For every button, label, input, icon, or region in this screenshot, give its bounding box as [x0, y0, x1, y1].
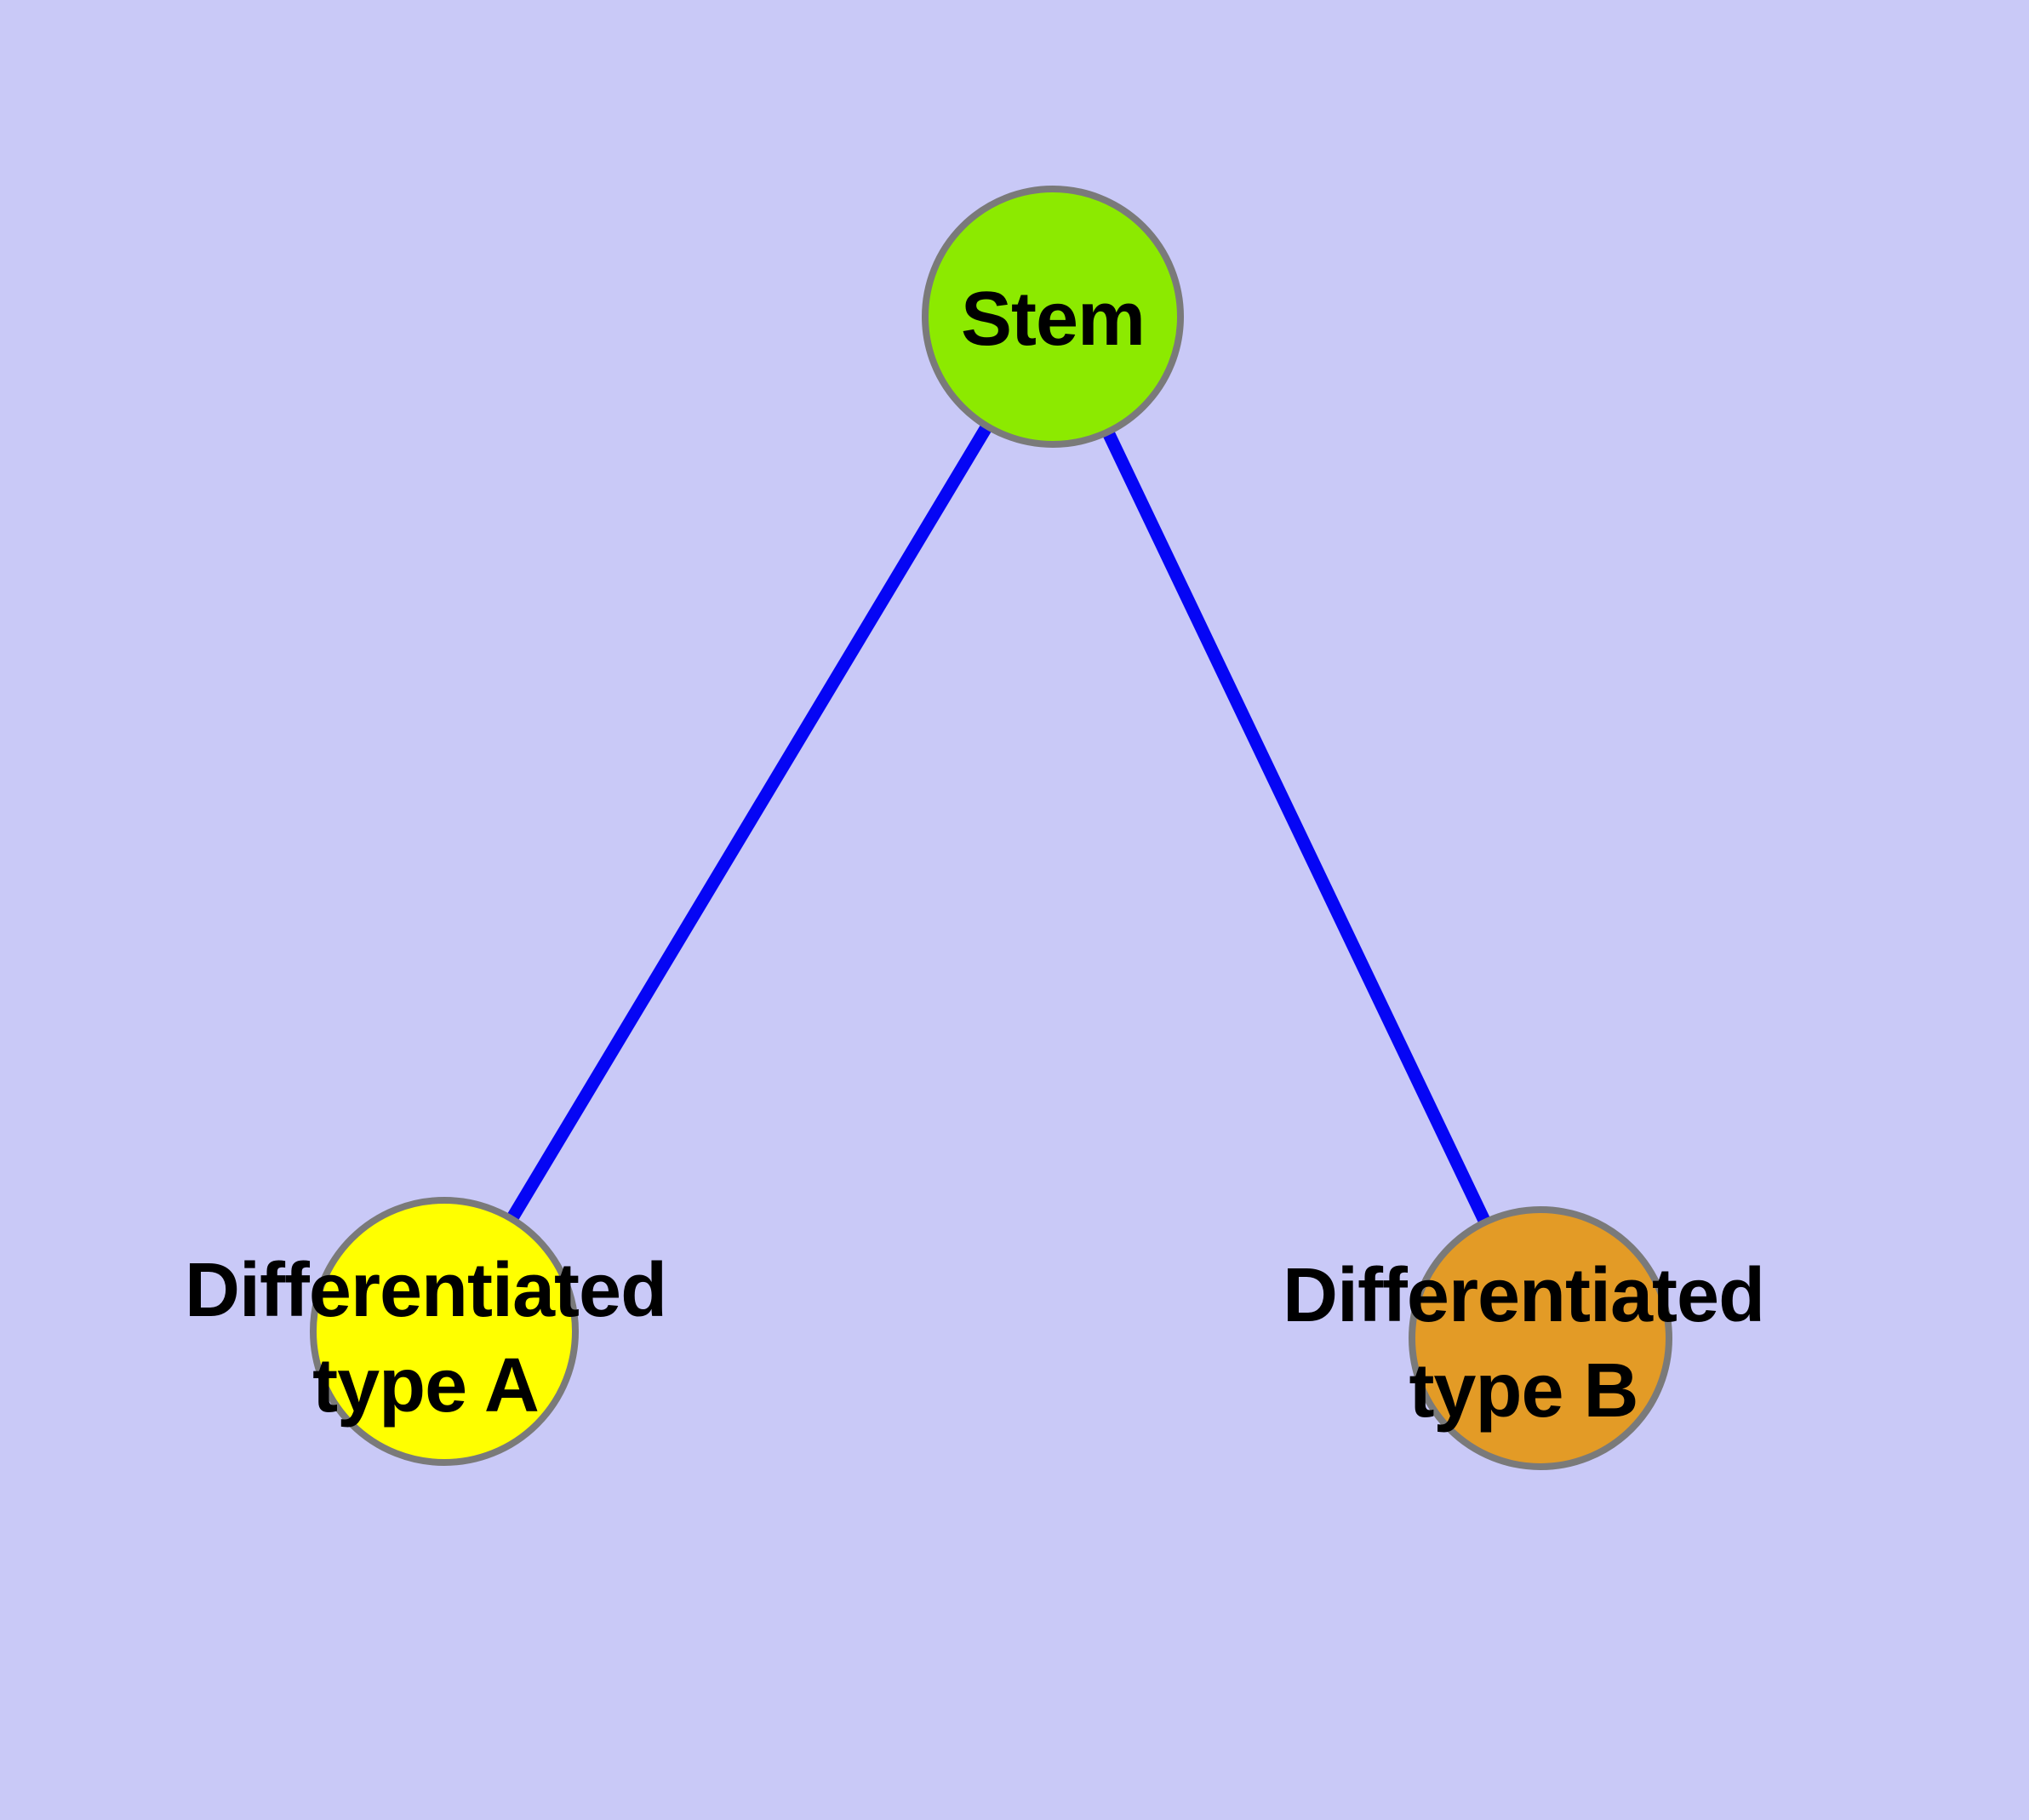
- node-differentiated-type-b-label: Differentiated type B: [1282, 1253, 1765, 1434]
- edge-stem-to-type-a: [438, 313, 1059, 1335]
- node-stem-label: Stem: [960, 277, 1146, 362]
- node-stem: [922, 186, 1184, 448]
- node-differentiated-type-a-label: Differentiated type A: [184, 1248, 667, 1428]
- node-differentiated-type-b: [1409, 1206, 1672, 1470]
- edge-stem-to-type-b: [1047, 313, 1546, 1342]
- node-differentiated-type-a: [310, 1197, 579, 1466]
